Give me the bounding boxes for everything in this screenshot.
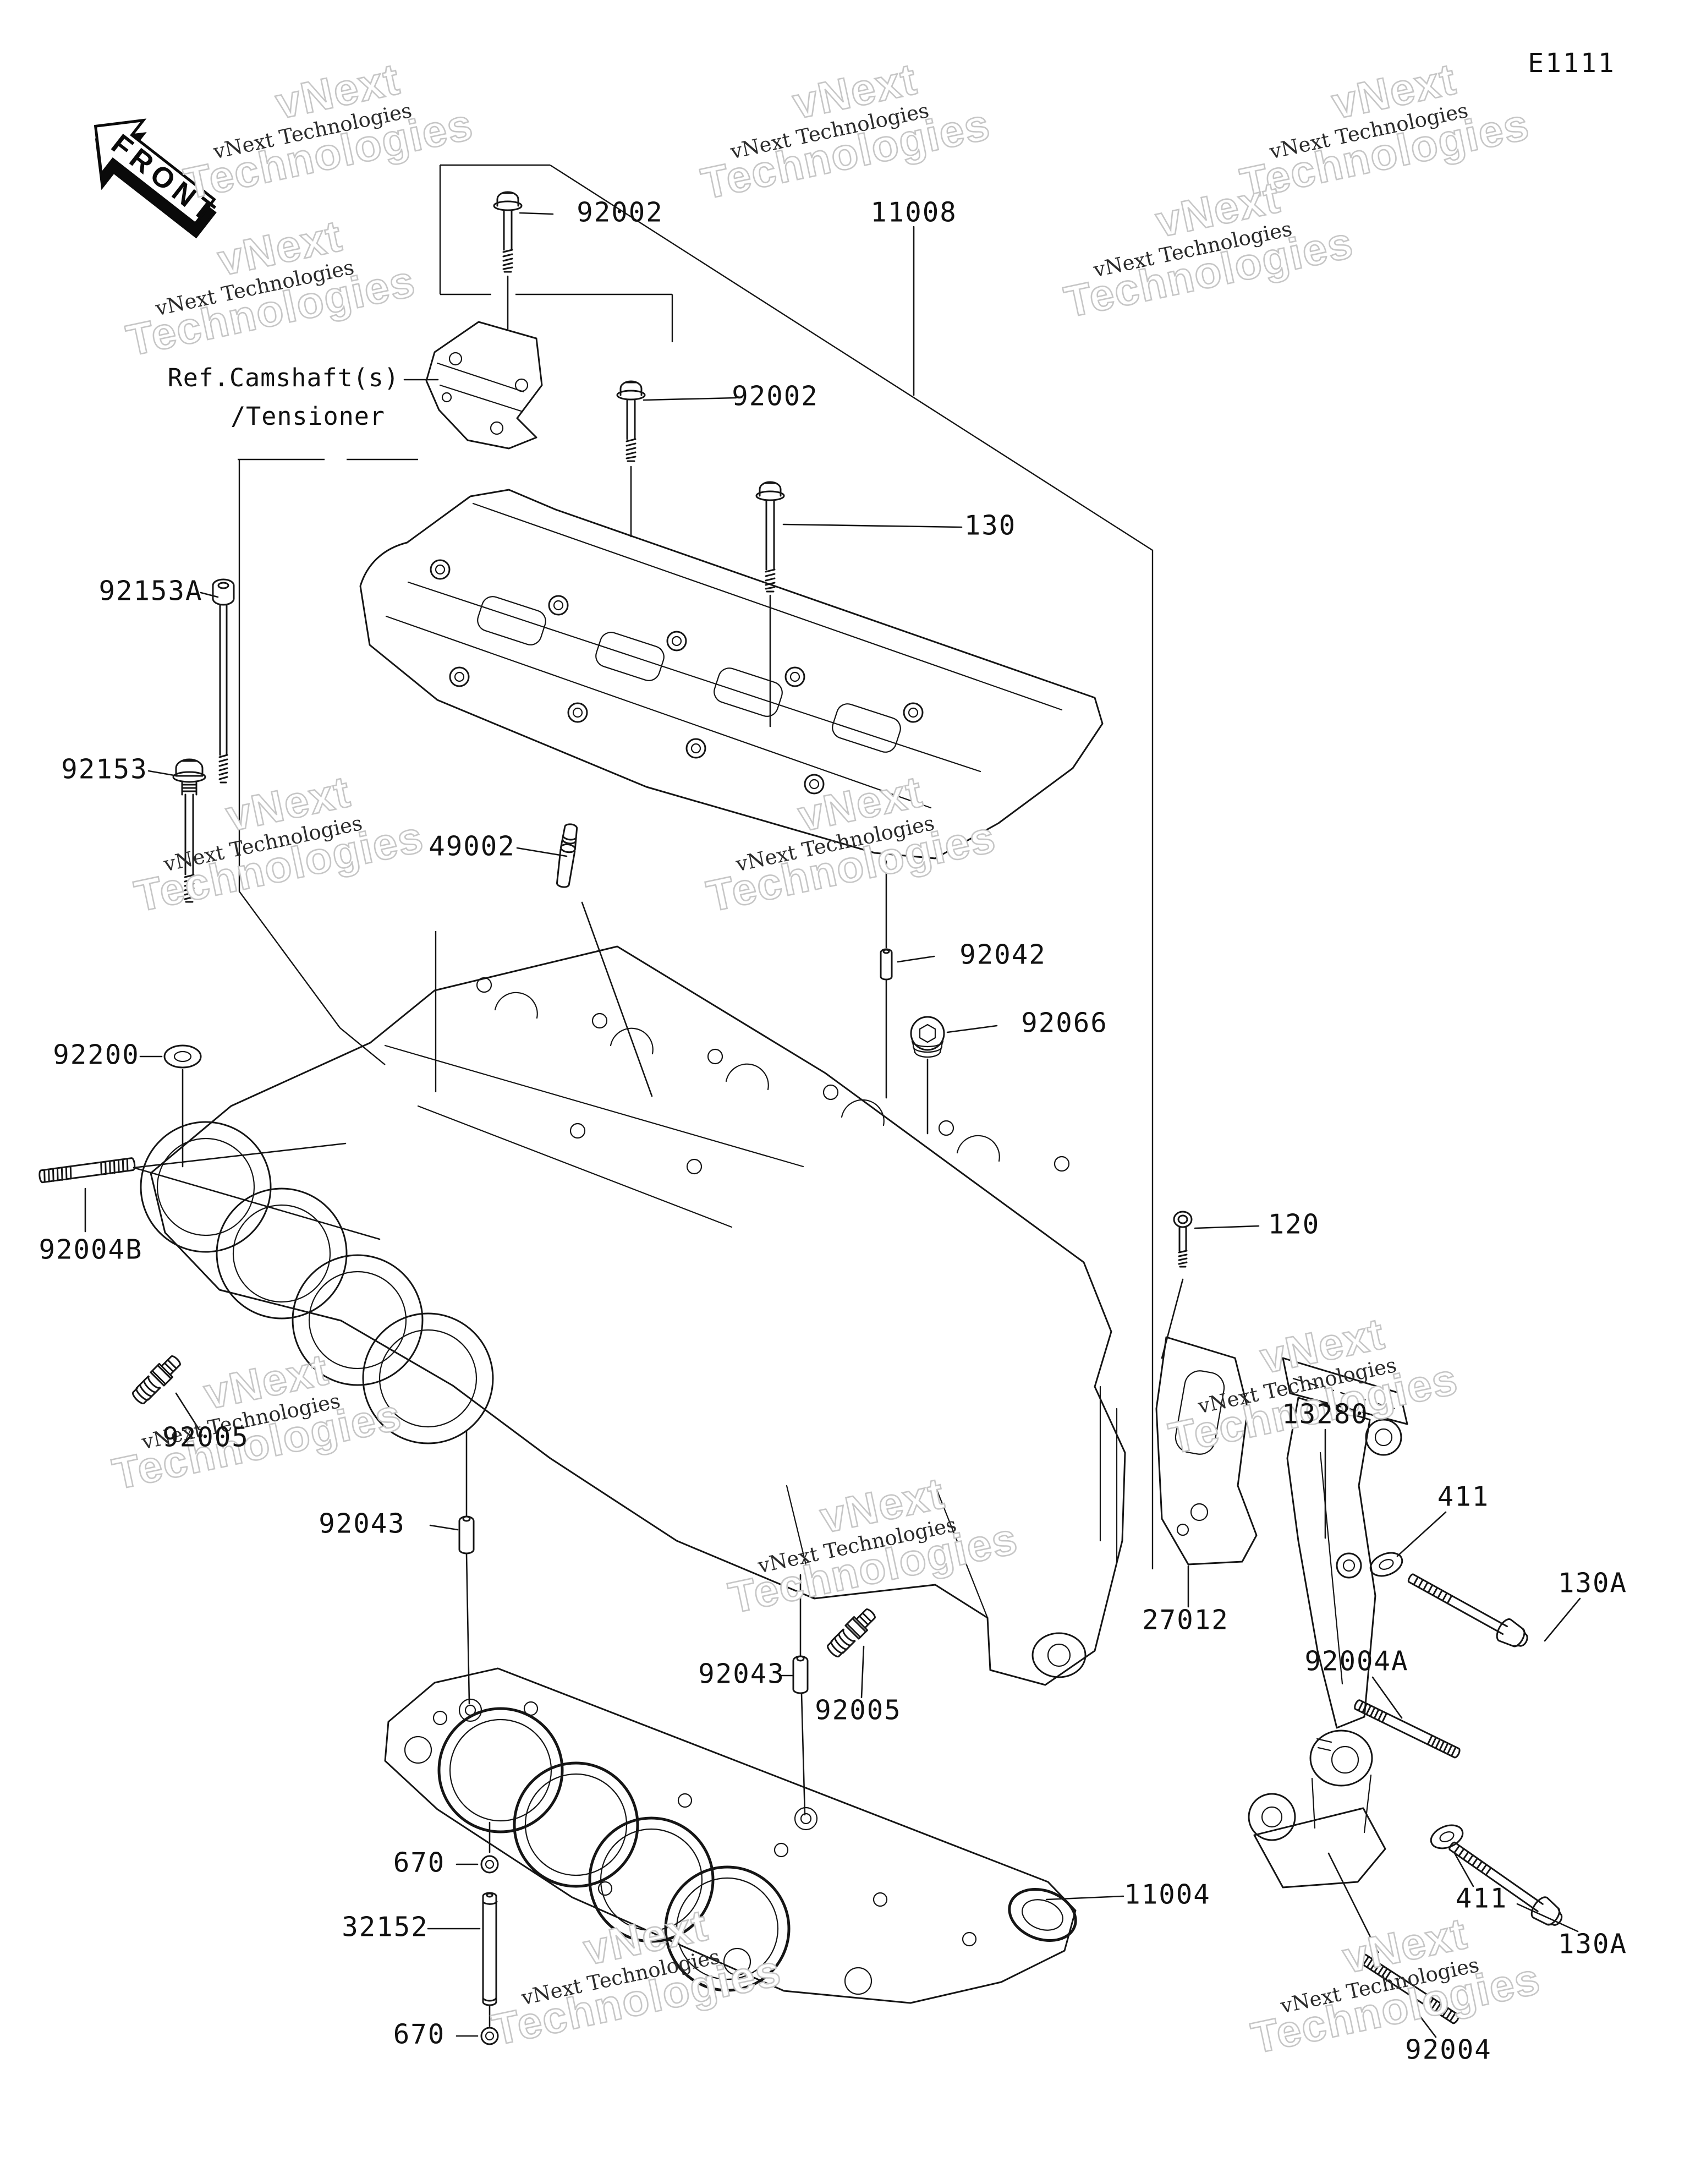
- part-label-11004: 11004: [1124, 1879, 1211, 1911]
- dowel-92043-2: [792, 1655, 809, 1694]
- reference-note-line1: Ref.Camshaft(s): [168, 363, 399, 392]
- reference-note-line2: /Tensioner: [231, 402, 385, 431]
- camshaft-bracket-drawing: [425, 321, 543, 450]
- part-label-49002: 49002: [429, 831, 515, 862]
- part-label-130A: 130A: [1558, 1568, 1627, 1599]
- engine-mount-plate-drawing: [1155, 1336, 1258, 1566]
- front-direction-arrow: FRONT: [94, 118, 224, 239]
- bolt-120: [1173, 1211, 1193, 1268]
- part-label-92004B: 92004B: [39, 1234, 142, 1266]
- washer-92200: [163, 1044, 202, 1069]
- bolt-130: [755, 481, 785, 593]
- part-label-92043: 92043: [698, 1658, 785, 1690]
- stud-92004a: [1352, 1698, 1462, 1760]
- part-label-120: 120: [1268, 1209, 1320, 1240]
- bolt-92002-1: [493, 191, 523, 273]
- part-label-411: 411: [1456, 1883, 1508, 1914]
- bolt-92002-2: [616, 380, 646, 462]
- page-code: E1111: [1528, 48, 1616, 79]
- leader-lines: [84, 212, 1581, 2038]
- oring-670-1: [480, 1855, 499, 1874]
- bolt-92153a: [212, 578, 235, 784]
- cylinder-head-cover-drawing: [359, 489, 1104, 860]
- part-label-92004A: 92004A: [1304, 1646, 1408, 1677]
- watermark-large-line1: vNext: [1338, 1908, 1471, 1982]
- head-gasket-drawing: [384, 1667, 1077, 2004]
- part-label-27012: 27012: [1142, 1605, 1229, 1636]
- part-label-92153: 92153: [61, 754, 148, 785]
- bolt-130a-1: [1403, 1566, 1533, 1654]
- front-arrow-face: [94, 118, 216, 226]
- part-label-130A: 130A: [1558, 1929, 1627, 1960]
- fitting-92005-2: [824, 1605, 880, 1661]
- washer-411-2: [1426, 1820, 1467, 1854]
- plug-92066: [910, 1016, 945, 1058]
- engine-mount-bracket-drawing: [1248, 1357, 1408, 1889]
- part-label-92200: 92200: [53, 1039, 140, 1071]
- pin-92042: [880, 948, 893, 981]
- part-label-670: 670: [393, 2019, 446, 2050]
- part-label-92043: 92043: [319, 1508, 405, 1540]
- part-label-11008: 11008: [870, 197, 957, 228]
- part-label-670: 670: [393, 1847, 446, 1879]
- cylinder-head-drawing: [140, 945, 1126, 1686]
- part-label-92042: 92042: [959, 939, 1046, 971]
- part-label-92005: 92005: [162, 1422, 249, 1453]
- dowel-92043-1: [458, 1515, 475, 1554]
- part-label-92002: 92002: [732, 381, 819, 412]
- part-label-13280: 13280: [1282, 1399, 1369, 1430]
- group-boundary-lines: [238, 164, 1154, 1569]
- part-label-411: 411: [1437, 1481, 1490, 1513]
- part-label-130: 130: [964, 510, 1017, 541]
- pipe-32152: [482, 1892, 498, 2006]
- part-label-92153A: 92153A: [98, 576, 202, 607]
- stud-92004b: [37, 1157, 136, 1184]
- part-label-92066: 92066: [1021, 1008, 1108, 1039]
- fitting-92005-1: [129, 1351, 185, 1408]
- part-label-32152: 32152: [342, 1912, 429, 1943]
- part-label-92004: 92004: [1405, 2034, 1492, 2066]
- part-label-92005: 92005: [815, 1695, 902, 1726]
- part-labels-layer: 92002 11008 92002 130 92153A 92153 49002 92042 9…: [39, 197, 1627, 2066]
- part-label-92002: 92002: [577, 197, 663, 228]
